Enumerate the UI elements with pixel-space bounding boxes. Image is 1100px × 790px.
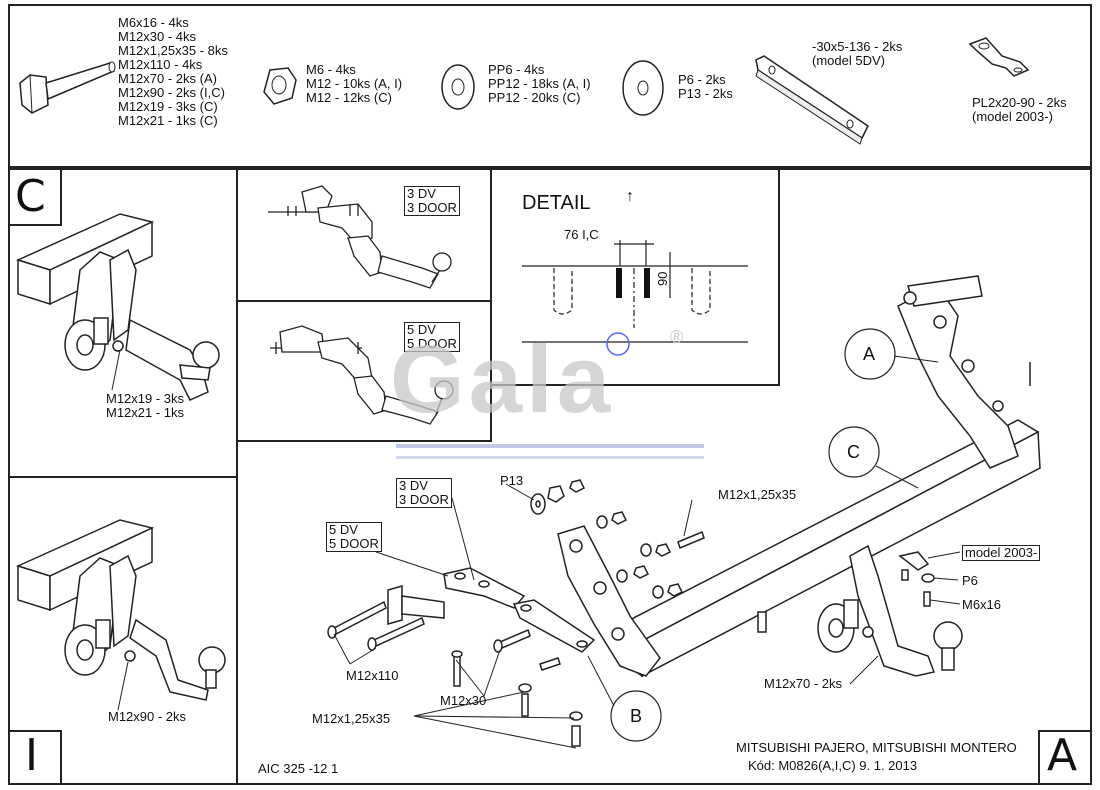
variant-3dv-line2: 3 DOOR (407, 200, 457, 215)
label-m6x16: M6x16 (962, 597, 1002, 612)
letter-box-c (8, 168, 62, 226)
nut-list: M6 - 4ks M12 - 10ks (A, I) M12 - 12ks (C… (306, 63, 402, 105)
label-3door: 3 DOOR (399, 492, 449, 507)
up-arrow-icon: ↑ (626, 188, 634, 205)
bolt-item: M12x70 - 2ks (A) (118, 71, 217, 86)
view-letter-i: I (25, 730, 38, 781)
bolt-item: M12x19 - 3ks (C) (118, 99, 218, 114)
vehicle-title: MITSUBISHI PAJERO, MITSUBISHI MONTERO (736, 740, 1017, 755)
label-m12x1-bottom: M12x1,25x35 (312, 711, 391, 726)
label-5dv-box: 5 DV 5 DOOR (326, 522, 382, 552)
washer-pp-item: PP12 - 20ks (C) (488, 90, 581, 105)
view-c-label: M12x21 - 1ks (106, 405, 185, 420)
plate-list: -30x5-136 - 2ks (model 5DV) (812, 40, 902, 68)
variant-5dv-drawing (270, 325, 454, 425)
watermark-underline-2 (396, 456, 704, 459)
view-i-label: M12x90 - 2ks (108, 709, 187, 724)
main-assembly-drawing (327, 275, 1041, 749)
bracket-item: PL2x20-90 - 2ks (972, 95, 1067, 110)
callout-c: C (847, 442, 860, 462)
label-p13: P13 (500, 473, 524, 488)
view-c-labels: M12x19 - 3ks M12x21 - 1ks (106, 392, 184, 420)
detail-panel (490, 168, 780, 386)
nut-item: M12 - 12ks (C) (306, 90, 392, 105)
variant-3dv-drawing (268, 185, 452, 289)
label-model-2003: model 2003- (962, 545, 1041, 561)
label-p6: P6 (962, 573, 978, 588)
bolt-icon (19, 61, 116, 114)
label-m12x70: M12x70 - 2ks (764, 676, 843, 691)
letter-box-i (8, 730, 62, 785)
detail-drawing (522, 240, 748, 356)
plate-item: -30x5-136 - 2ks (812, 39, 903, 54)
label-3dv-box: 3 DV 3 DOOR (396, 478, 452, 508)
drawing-code-left: AIC 325 -12 1 (258, 761, 339, 776)
drawing-code: Kód: M0826(A,I,C) 9. 1. 2013 (748, 758, 918, 773)
callout-b: B (630, 706, 643, 726)
nut-item: M12 - 10ks (A, I) (306, 76, 403, 91)
variant-3dv-line1: 3 DV (407, 186, 436, 201)
view-c-label: M12x19 - 3ks (106, 391, 185, 406)
label-5dv: 5 DV (329, 522, 358, 537)
plate-item: (model 5DV) (812, 53, 885, 68)
detail-dim-horizontal: 76 I,C (564, 227, 599, 242)
watermark-logo: Gala (390, 326, 615, 433)
bolt-item: M12x110 - 4ks (118, 57, 203, 72)
washer-pp-list: PP6 - 4ks PP12 - 18ks (A, I) PP12 - 20ks… (488, 63, 591, 105)
variant-5dv-box: 5 DV 5 DOOR (404, 322, 460, 352)
label-5door: 5 DOOR (329, 536, 379, 551)
view-i-towbar-drawing (15, 519, 226, 711)
view-letter-c: C (15, 171, 46, 222)
variant-5dv-line1: 5 DV (407, 322, 436, 337)
washer-p-item: P6 - 2ks (678, 72, 726, 87)
bolt-list: M6x16 - 4ks M12x30 - 4ks M12x1,25x35 - 8… (118, 16, 228, 128)
label-m12x110: M12x110 (346, 668, 399, 683)
bracket-list: PL2x20-90 - 2ks (model 2003-) (972, 96, 1067, 124)
watermark-registered-mark: ® (670, 327, 684, 347)
bracket-icon (968, 37, 1030, 77)
washer-p-list: P6 - 2ks P13 - 2ks (678, 73, 733, 101)
washer-pp-item: PP6 - 4ks (488, 62, 545, 77)
bolt-item: M6x16 - 4ks (118, 15, 189, 30)
variant-5dv-line2: 5 DOOR (407, 336, 457, 351)
parts-list-frame (8, 4, 1092, 168)
bracket-item: (model 2003-) (972, 109, 1053, 124)
washer-pp-icon (441, 64, 475, 110)
nut-icon (263, 67, 297, 105)
callout-a: A (863, 344, 876, 364)
washer-p-icon (622, 60, 664, 116)
label-m12x30: M12x30 (440, 693, 487, 708)
washer-p-item: P13 - 2ks (678, 86, 733, 101)
variant-3dv-box: 3 DV 3 DOOR (404, 186, 460, 216)
label-m12x1-top: M12x1,25x35 (718, 487, 797, 502)
washer-pp-item: PP12 - 18ks (A, I) (488, 76, 591, 91)
bolt-item: M12x90 - 2ks (I,C) (118, 85, 225, 100)
letter-box-a (1038, 730, 1092, 785)
bolt-item: M12x1,25x35 - 8ks (118, 43, 228, 58)
plate-icon (755, 55, 869, 145)
detail-title: DETAIL (522, 192, 591, 214)
nut-item: M6 - 4ks (306, 62, 356, 77)
view-c-towbar-drawing (15, 213, 220, 401)
watermark-underline (396, 444, 704, 448)
bolt-item: M12x30 - 4ks (118, 29, 197, 44)
bolt-item: M12x21 - 1ks (C) (118, 113, 218, 128)
label-3dv: 3 DV (399, 478, 428, 493)
left-panel-divider (8, 476, 238, 478)
view-letter-a: A (1047, 730, 1078, 781)
